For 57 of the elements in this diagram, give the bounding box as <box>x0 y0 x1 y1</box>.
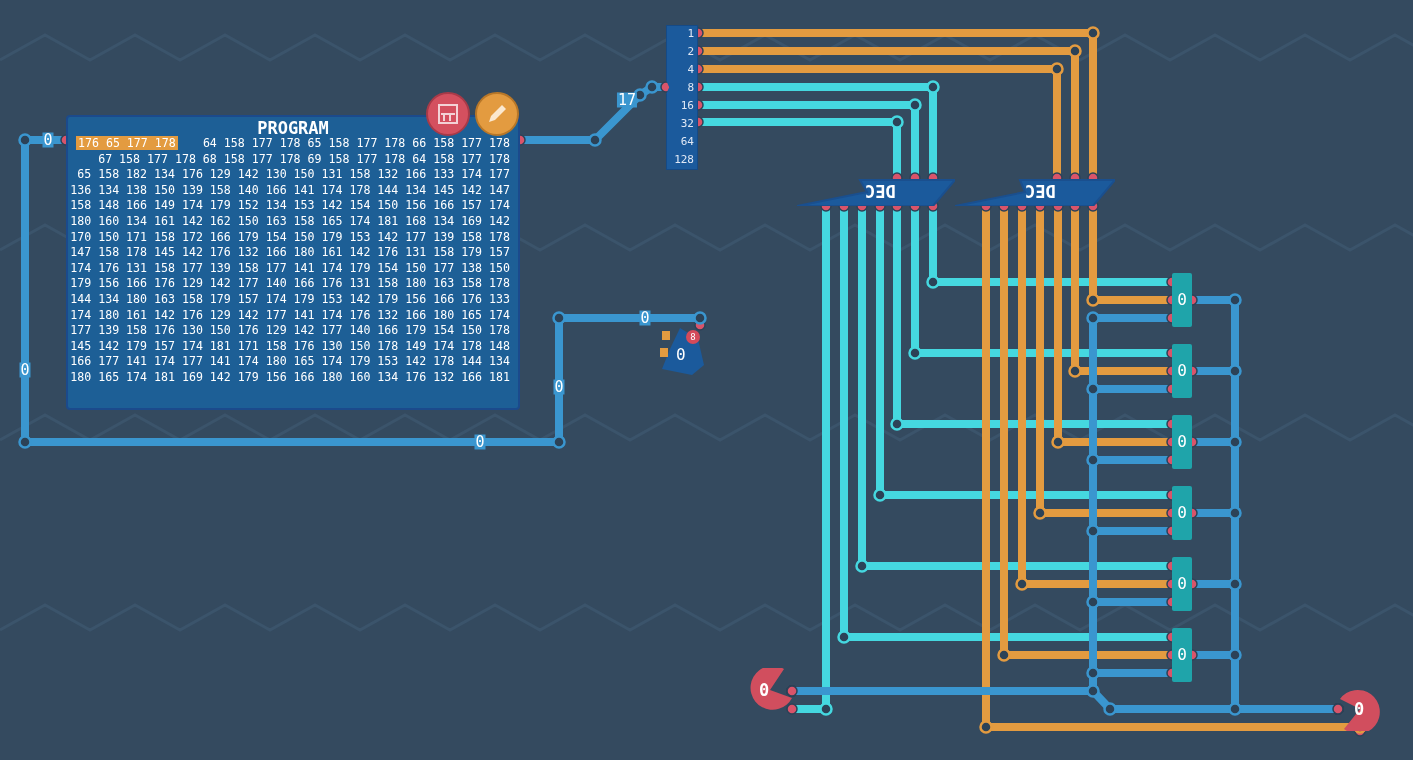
bit-label: 1 <box>687 27 694 41</box>
counter-value: 0 <box>676 345 686 364</box>
register <box>1172 344 1192 398</box>
data-row: 65 158 182 134 176 129 142 130 150 131 158 132 166 133 174 177 <box>77 167 510 182</box>
data-row: 170 150 171 158 172 166 179 154 150 179 153 142 177 139 158 178 <box>70 229 510 244</box>
data-row: 144 134 180 163 158 179 157 174 179 153 142 179 156 166 176 133 <box>70 292 510 306</box>
register-value: 0 <box>1176 645 1188 664</box>
bit-label: 8 <box>687 81 694 95</box>
data-row: 179 156 166 176 129 142 177 140 166 176 131 158 180 163 158 178 <box>70 276 510 291</box>
wire-value-label: 0 <box>553 379 565 395</box>
data-row: 180 160 134 161 142 162 150 163 158 165 174 181 168 134 169 142 <box>70 214 510 228</box>
register-value: 0 <box>1176 574 1188 593</box>
data-row: 147 158 178 145 142 176 132 166 180 161 142 176 131 158 179 157 <box>70 245 510 260</box>
bit-label: 64 <box>680 135 694 149</box>
input-value: 0 <box>759 680 770 700</box>
bit-label: 4 <box>687 63 694 77</box>
bit-label: 128 <box>674 153 694 167</box>
decoder-label: DEC <box>1025 181 1056 201</box>
edge-label: 17 <box>616 92 638 108</box>
bit-width-badge: 8 <box>686 330 700 344</box>
decoder <box>955 178 1115 206</box>
data-row: 158 148 166 149 174 179 152 134 153 142 154 150 156 166 157 174 <box>70 198 510 213</box>
wire-value-label: 0 <box>42 132 54 148</box>
data-row: 145 142 179 157 174 181 171 158 176 130 150 178 149 174 178 148 <box>70 338 510 353</box>
output-component <box>1338 687 1382 731</box>
data-row: 177 139 158 176 130 150 176 129 142 177 140 166 179 154 150 178 <box>70 323 510 338</box>
register <box>1172 628 1192 682</box>
component-title: PROGRAM <box>256 118 330 138</box>
highlighted-values: 176 65 177 178 <box>76 136 178 150</box>
register <box>1172 557 1192 611</box>
wire <box>21 134 706 446</box>
decoder <box>797 178 955 206</box>
register <box>1172 415 1192 469</box>
input-component <box>748 668 792 712</box>
byte-splitter <box>666 25 698 170</box>
bit-label: 16 <box>680 99 694 113</box>
bit-label: 32 <box>680 117 694 131</box>
register-value: 0 <box>1176 503 1188 522</box>
data-row: 67 158 177 178 68 158 177 178 69 158 177 178 64 158 177 178 <box>98 151 510 166</box>
register <box>1172 486 1192 540</box>
register-value: 0 <box>1176 290 1188 309</box>
decoder-label: DEC <box>865 181 896 201</box>
output-value: 0 <box>1354 699 1365 719</box>
bit-label: 2 <box>687 45 694 59</box>
data-row: 64 158 177 178 65 158 177 178 66 158 177 178 <box>202 136 510 150</box>
register-value: 0 <box>1176 361 1188 380</box>
edge-label: 0 <box>639 310 651 326</box>
register <box>1172 273 1192 327</box>
data-row: 166 177 141 174 177 141 174 180 165 174 179 153 142 178 144 134 <box>70 354 510 369</box>
register-value: 0 <box>1176 432 1188 451</box>
data-row: 174 176 131 158 177 139 158 177 141 174 179 154 150 177 138 150 <box>70 260 510 275</box>
data-row: 136 134 138 150 139 158 140 166 141 174 178 144 134 145 142 147 <box>70 182 510 197</box>
program-memory <box>66 115 520 410</box>
wire-value-label: 0 <box>474 434 486 450</box>
wire-value-label: 0 <box>19 362 31 378</box>
data-row: 174 180 161 142 176 129 142 177 141 174 176 132 166 180 165 174 <box>70 307 510 322</box>
data-row: 180 165 174 181 169 142 179 156 166 180 160 134 176 132 166 181 <box>70 370 510 384</box>
